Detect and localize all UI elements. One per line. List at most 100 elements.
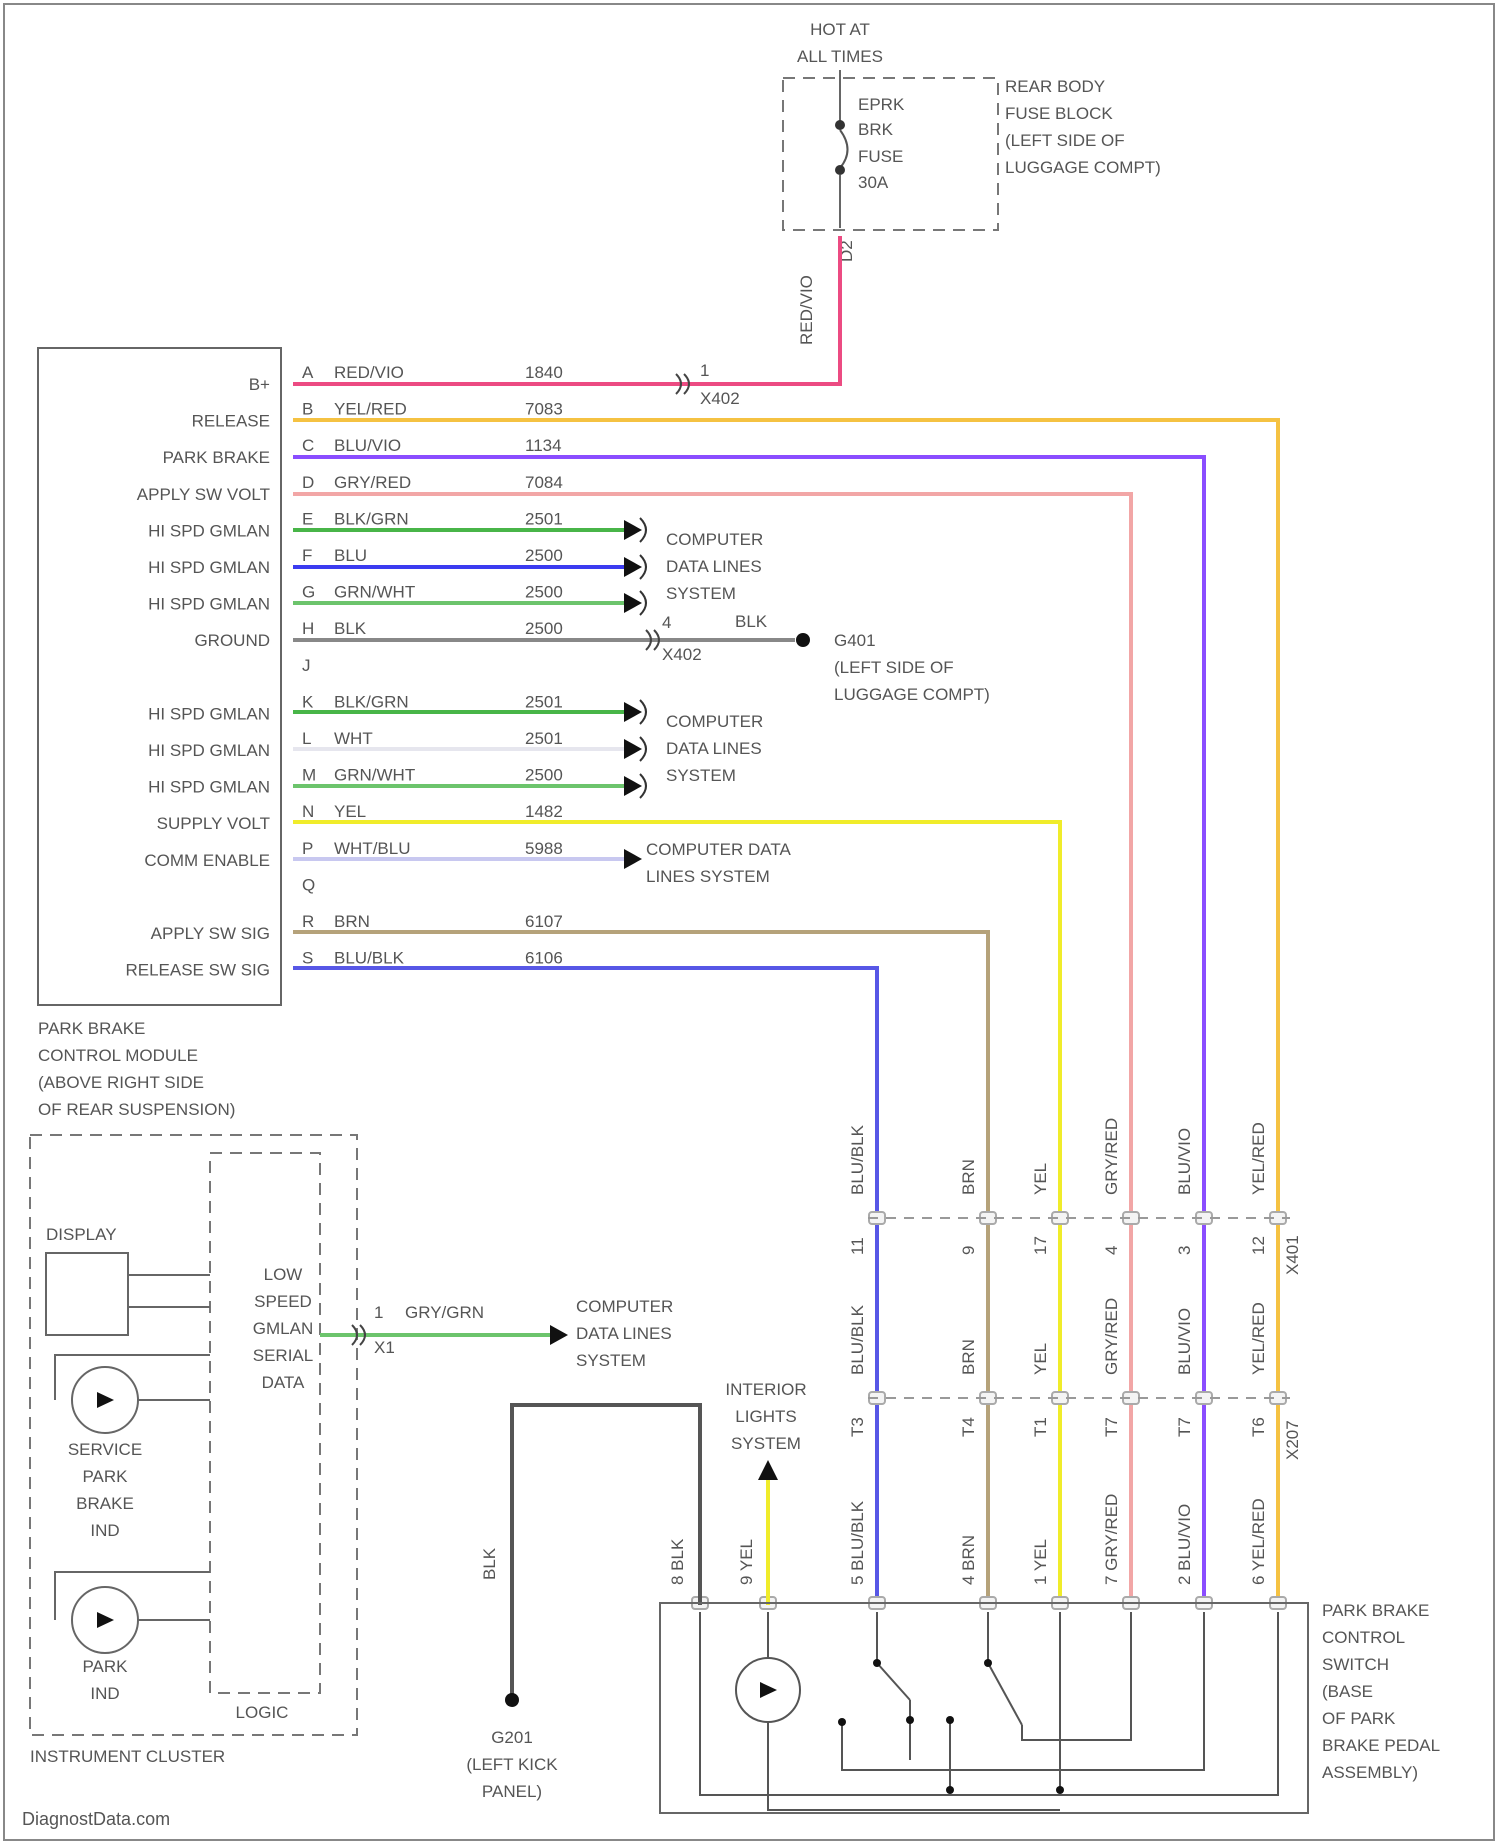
- junction-dot: [946, 1716, 954, 1724]
- ground-g401-icon: [796, 633, 810, 647]
- module-pin-color: BLU: [334, 546, 367, 565]
- column-mid-label: YEL: [1031, 1343, 1050, 1375]
- module-pin-color: BLK: [334, 619, 367, 638]
- column-top-label: YEL: [1031, 1163, 1050, 1195]
- column-pin2-label: T3: [848, 1417, 867, 1437]
- column-top-label: YEL/RED: [1249, 1122, 1268, 1195]
- connector-x207-label: X207: [1283, 1420, 1302, 1460]
- logic-line-5: DATA: [262, 1373, 305, 1392]
- service-ind-4: IND: [90, 1521, 119, 1540]
- junction-dot: [946, 1786, 954, 1794]
- arrow-icon: [624, 593, 642, 613]
- module-pin-name: HI SPD GMLAN: [148, 741, 270, 760]
- switch-internal: [700, 1612, 1278, 1810]
- data-lines-4-b: DATA LINES: [576, 1324, 672, 1343]
- module-pin-circuit: 2500: [525, 546, 563, 565]
- column-pin1-label: 4: [1102, 1246, 1121, 1255]
- module-pin-circuit: 2500: [525, 766, 563, 785]
- module-pin-letter: E: [302, 509, 313, 528]
- column-pin2-label: T6: [1249, 1417, 1268, 1437]
- module-pin-letter: N: [302, 802, 314, 821]
- column-pin2-label: T4: [959, 1417, 978, 1437]
- fuse-terminal-top: [835, 120, 845, 130]
- fuse-terminal-bottom: [835, 165, 845, 175]
- column-pin1-label: 12: [1249, 1236, 1268, 1255]
- module-pin-color: BLK/GRN: [334, 692, 409, 711]
- logic-line-2: SPEED: [254, 1292, 312, 1311]
- data-lines-2-b: DATA LINES: [666, 739, 762, 758]
- junction-dot: [906, 1716, 914, 1724]
- module-pin-name: APPLY SW SIG: [151, 924, 270, 943]
- switch-name-6: BRAKE PEDAL: [1322, 1736, 1440, 1755]
- module-pin-color: GRY/RED: [334, 473, 411, 492]
- hot-label-1: HOT AT: [810, 20, 870, 39]
- module-name-1: PARK BRAKE: [38, 1019, 145, 1038]
- module-pin-name: HI SPD GMLAN: [148, 558, 270, 577]
- module-pin-letter: S: [302, 949, 313, 968]
- switch-name-5: OF PARK: [1322, 1709, 1396, 1728]
- module-pin-color: GRN/WHT: [334, 583, 415, 602]
- connector-x401-label: X401: [1283, 1235, 1302, 1275]
- switch-name-4: (BASE: [1322, 1682, 1373, 1701]
- module-pin-letter: R: [302, 912, 314, 931]
- arrow-icon: [550, 1325, 568, 1345]
- module-pin-letter: H: [302, 619, 314, 638]
- ground-g401-name: G401: [834, 631, 876, 650]
- wire-brn: [293, 932, 988, 1605]
- module-pin-circuit: 5988: [525, 839, 563, 858]
- module-pin-color: YEL: [334, 802, 366, 821]
- module-pin-color: BLK/GRN: [334, 509, 409, 528]
- module-pin-name: APPLY SW VOLT: [137, 485, 270, 504]
- module-pin-letter: P: [302, 839, 313, 858]
- data-lines-3-b: LINES SYSTEM: [646, 867, 770, 886]
- fuse-block-name-2: FUSE BLOCK: [1005, 104, 1113, 123]
- switch-led-icon: [760, 1682, 777, 1698]
- module-pin-color: GRN/WHT: [334, 766, 415, 785]
- service-ind-2: PARK: [82, 1467, 128, 1486]
- module-pin-circuit: 2500: [525, 583, 563, 602]
- fuse-wire-label: RED/VIO: [797, 275, 816, 345]
- connector-a-pin: 1: [700, 361, 709, 380]
- data-lines-1-b: DATA LINES: [666, 557, 762, 576]
- logic-line-1: LOW: [264, 1265, 303, 1284]
- data-line-arrows: [624, 520, 642, 869]
- module-pin-circuit: 6106: [525, 949, 563, 968]
- logic-label: LOGIC: [236, 1703, 289, 1722]
- column-mid-label: YEL/RED: [1249, 1302, 1268, 1375]
- data-lines-1-c: SYSTEM: [666, 584, 736, 603]
- module-pin-name: PARK BRAKE: [163, 448, 270, 467]
- arrow-icon: [624, 849, 642, 869]
- arrow-icon: [624, 702, 642, 722]
- module-pin-letter: C: [302, 436, 314, 455]
- fuse-block-name-1: REAR BODY: [1005, 77, 1105, 96]
- module-pin-letter: Q: [302, 875, 315, 894]
- arrow-icon: [624, 739, 642, 759]
- arrow-icon: [624, 557, 642, 577]
- connector-h-wire: BLK: [735, 612, 768, 631]
- module-pin-letter: M: [302, 766, 316, 785]
- data-lines-1-a: COMPUTER: [666, 530, 763, 549]
- junction-dot: [1056, 1786, 1064, 1794]
- junction-dot: [838, 1718, 846, 1726]
- switch-name-1: PARK BRAKE: [1322, 1601, 1429, 1620]
- switch-name-7: ASSEMBLY): [1322, 1763, 1418, 1782]
- module-pin-letter: K: [302, 692, 314, 711]
- display-box: [46, 1253, 128, 1335]
- arrow-icon: [624, 520, 642, 540]
- wire-yel: [293, 822, 1060, 1605]
- module-pin-letter: B: [302, 400, 313, 419]
- column-mid-label: BRN: [959, 1339, 978, 1375]
- module-pin-circuit: 1482: [525, 802, 563, 821]
- column-pin2-label: T1: [1031, 1417, 1050, 1437]
- park-ind-1: PARK: [82, 1657, 128, 1676]
- module-pin-color: WHT: [334, 729, 373, 748]
- column-top-label: GRY/RED: [1102, 1118, 1121, 1195]
- cluster-pin-b: X1: [374, 1338, 395, 1357]
- column-bottom-label: 1 YEL: [1031, 1539, 1050, 1585]
- service-ind-3: BRAKE: [76, 1494, 134, 1513]
- g201-wire-label: BLK: [480, 1547, 499, 1580]
- column-bottom-label: 2 BLU/VIO: [1175, 1504, 1194, 1585]
- module-pin-letter: F: [302, 546, 312, 565]
- module-pin-name: B+: [249, 375, 270, 394]
